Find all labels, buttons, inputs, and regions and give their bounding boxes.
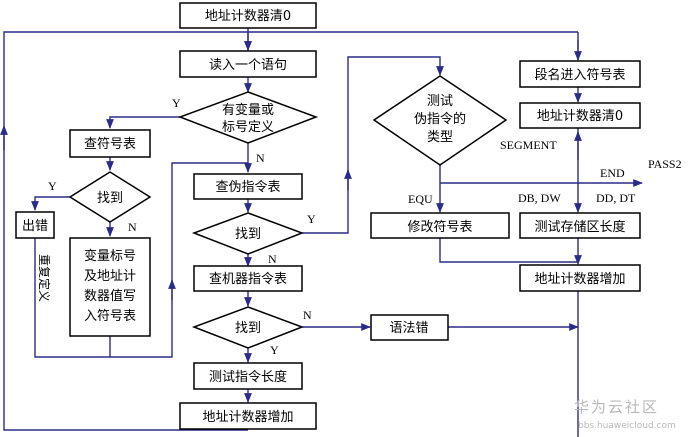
found1-text: 找到 bbox=[97, 191, 123, 206]
syntax-error-text: 语法错 bbox=[389, 321, 428, 336]
test-instr-len-box bbox=[193, 362, 303, 390]
write-text-1: 变量标号 bbox=[84, 248, 136, 264]
found2-yes-line bbox=[302, 56, 444, 234]
label-pass2: PASS2 bbox=[648, 157, 682, 171]
addr-clear-top-text: 地址计数器清0 bbox=[205, 9, 291, 24]
loop-return-line bbox=[3, 31, 578, 431]
label-db-dw: DB, DW bbox=[518, 191, 561, 205]
write-text-2: 及地址计 bbox=[84, 269, 136, 284]
label-y-found3: Y bbox=[270, 343, 279, 357]
label-dup-def: 重复定义 bbox=[37, 254, 52, 302]
label-n-found1: N bbox=[128, 220, 137, 234]
label-n-has-var: N bbox=[256, 151, 265, 165]
write-symtab-box bbox=[69, 237, 151, 337]
label-dd-dt: DD, DT bbox=[596, 191, 636, 205]
found2-diamond bbox=[191, 212, 305, 255]
found1-yes-line bbox=[31, 196, 70, 211]
addr-inc-mid-box bbox=[179, 402, 317, 430]
error-text: 出错 bbox=[22, 219, 48, 234]
test-pseudo-type-diamond bbox=[372, 75, 508, 166]
has-var-text-1: 有变量或 bbox=[222, 102, 274, 118]
write-text-4: 入符号表 bbox=[84, 308, 136, 324]
lookup-pseudo-box bbox=[193, 173, 303, 200]
label-y-found1: Y bbox=[48, 179, 57, 193]
write-out-line bbox=[109, 162, 248, 358]
watermark-cn: 华为云社区 bbox=[574, 398, 659, 416]
test-instr-len-text: 测试指令长度 bbox=[209, 369, 287, 385]
read-stmt-text: 读入一个语句 bbox=[209, 58, 287, 73]
label-n-found3: N bbox=[303, 308, 312, 322]
seg-to-symtab-box bbox=[519, 60, 641, 88]
found1-diamond bbox=[68, 171, 152, 223]
addr-clear-right-text: 地址计数器清0 bbox=[537, 109, 623, 124]
addr-clear-top-box bbox=[179, 2, 317, 29]
addr-clear-right-box bbox=[519, 102, 641, 129]
seg-to-symtab-text: 段名进入符号表 bbox=[534, 67, 625, 83]
label-y-has-var: Y bbox=[172, 96, 181, 110]
lookup-machine-box bbox=[193, 265, 303, 292]
syntax-error-box bbox=[370, 314, 449, 341]
modify-out-line bbox=[439, 238, 578, 263]
found3-text: 找到 bbox=[235, 321, 261, 336]
addr-inc-mid-text: 地址计数器增加 bbox=[202, 410, 293, 425]
test-pseudo-text-3: 类型 bbox=[427, 130, 453, 145]
label-end: END bbox=[600, 166, 625, 180]
error-out-line bbox=[34, 238, 110, 358]
found2-text: 找到 bbox=[235, 227, 261, 242]
hasvar-yes-line bbox=[106, 116, 180, 129]
found3-diamond bbox=[191, 306, 305, 349]
test-storage-len-box bbox=[519, 212, 641, 239]
modify-symtab-text: 修改符号表 bbox=[407, 219, 472, 235]
write-text-3: 数器值写 bbox=[84, 288, 136, 304]
label-y-found2: Y bbox=[307, 212, 316, 226]
has-var-text-2: 标号定义 bbox=[222, 120, 274, 135]
read-stmt-box bbox=[179, 50, 317, 78]
lookup-pseudo-text: 查伪指令表 bbox=[215, 180, 280, 195]
addr-inc-right-text: 地址计数器增加 bbox=[534, 272, 625, 287]
watermark-url: bbs.huaweicloud.com bbox=[578, 421, 676, 431]
label-segment: SEGMENT bbox=[500, 138, 557, 152]
has-var-diamond bbox=[177, 91, 319, 144]
label-n-found2: N bbox=[268, 252, 277, 266]
addr-inc-right-box bbox=[519, 264, 641, 292]
lookup-machine-text: 查机器指令表 bbox=[209, 272, 287, 287]
test-storage-len-text: 测试存储区长度 bbox=[534, 219, 625, 235]
connectors bbox=[0, 28, 643, 437]
lookup-symtab-box bbox=[69, 129, 151, 158]
error-box bbox=[15, 211, 55, 239]
test-pseudo-text-2: 伪指令的 bbox=[414, 111, 466, 127]
modify-symtab-box bbox=[370, 212, 510, 239]
test-pseudo-text-1: 测试 bbox=[427, 94, 453, 109]
lookup-symtab-text: 查符号表 bbox=[84, 136, 136, 152]
label-equ: EQU bbox=[408, 192, 433, 206]
